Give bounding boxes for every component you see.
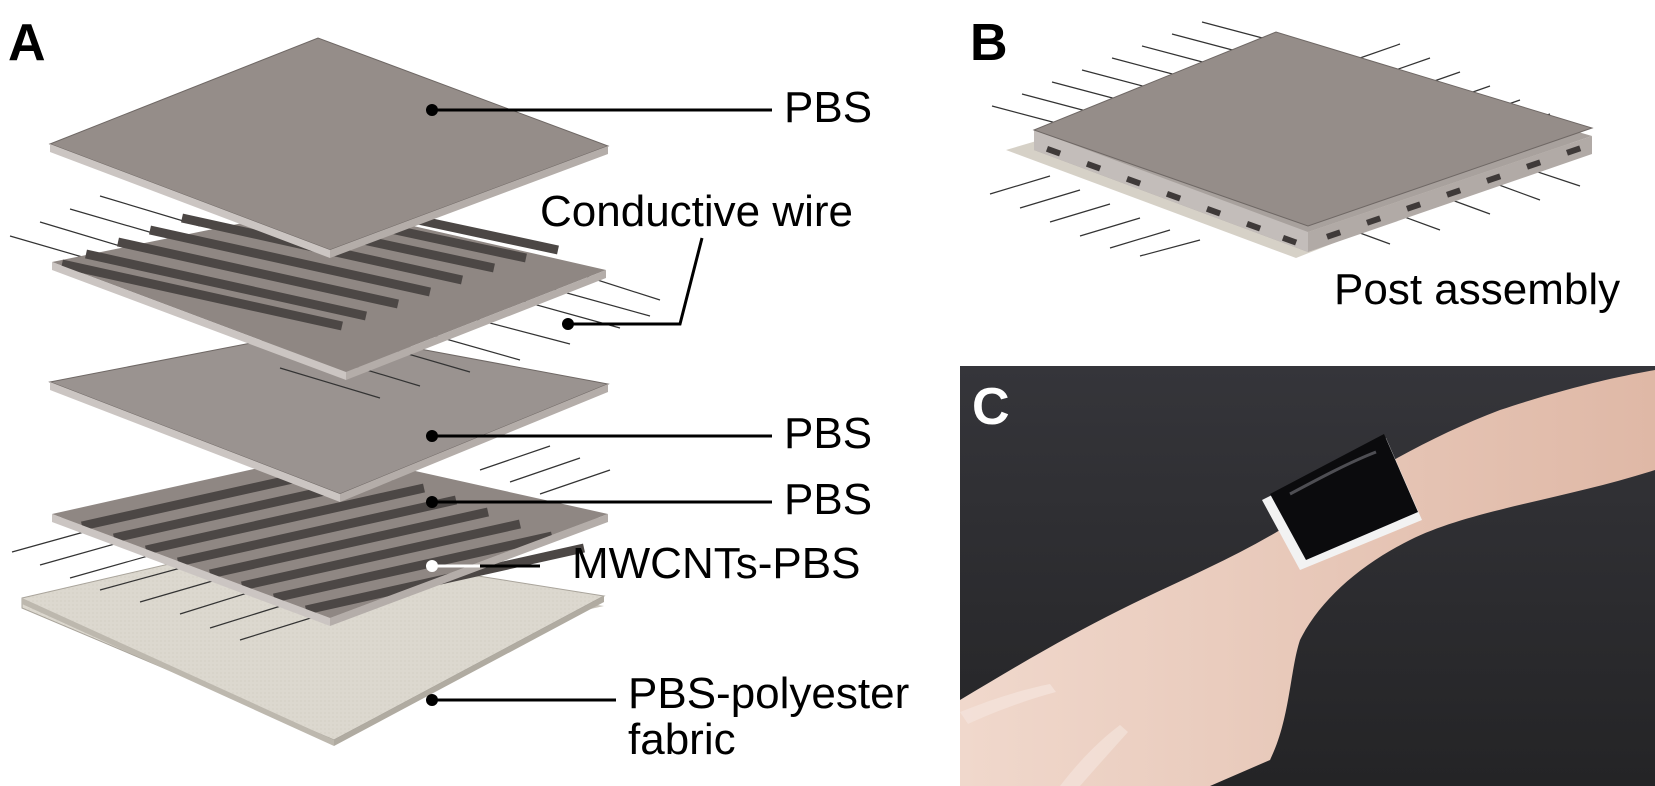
leader-conductive-wire	[562, 237, 704, 330]
leader-pbs-lower	[426, 496, 772, 508]
photo-content	[960, 370, 1655, 786]
label-conductive-wire: Conductive wire	[540, 187, 853, 236]
panel-a: A	[8, 14, 909, 764]
label-pbs-top: PBS	[784, 83, 872, 132]
panel-b-letter: B	[970, 14, 1008, 72]
leader-mwcnts	[426, 560, 540, 572]
caption-post-assembly: Post assembly	[1334, 265, 1620, 314]
label-pbs-lower: PBS	[784, 475, 872, 524]
label-pbs-middle: PBS	[784, 409, 872, 458]
finger-highlight-2	[1060, 725, 1128, 786]
assembly-stack	[1006, 31, 1594, 258]
leader-pbs-top	[426, 104, 772, 116]
assembly-stripes-right	[1326, 145, 1582, 240]
pbs-top-layer	[48, 37, 610, 258]
leader-fabric	[426, 694, 616, 706]
panel-b: B	[970, 14, 1620, 314]
wrist-device-photo	[1270, 434, 1418, 560]
panel-a-letter: A	[8, 14, 46, 72]
label-fabric-line2: fabric	[628, 715, 736, 764]
finger-highlight	[960, 684, 1056, 724]
label-mwcnts: MWCNTs-PBS	[572, 539, 860, 588]
device-glare	[1289, 450, 1377, 496]
mwcnts-stripes	[81, 459, 585, 615]
leader-pbs-middle	[426, 430, 772, 442]
panel-c: C	[960, 366, 1655, 786]
label-fabric-line1: PBS-polyester	[628, 669, 909, 718]
mwcnts-layer	[52, 452, 608, 626]
arm-photo	[960, 370, 1655, 786]
panel-c-letter: C	[972, 378, 1010, 436]
assembly-stripes-left	[1045, 145, 1298, 246]
